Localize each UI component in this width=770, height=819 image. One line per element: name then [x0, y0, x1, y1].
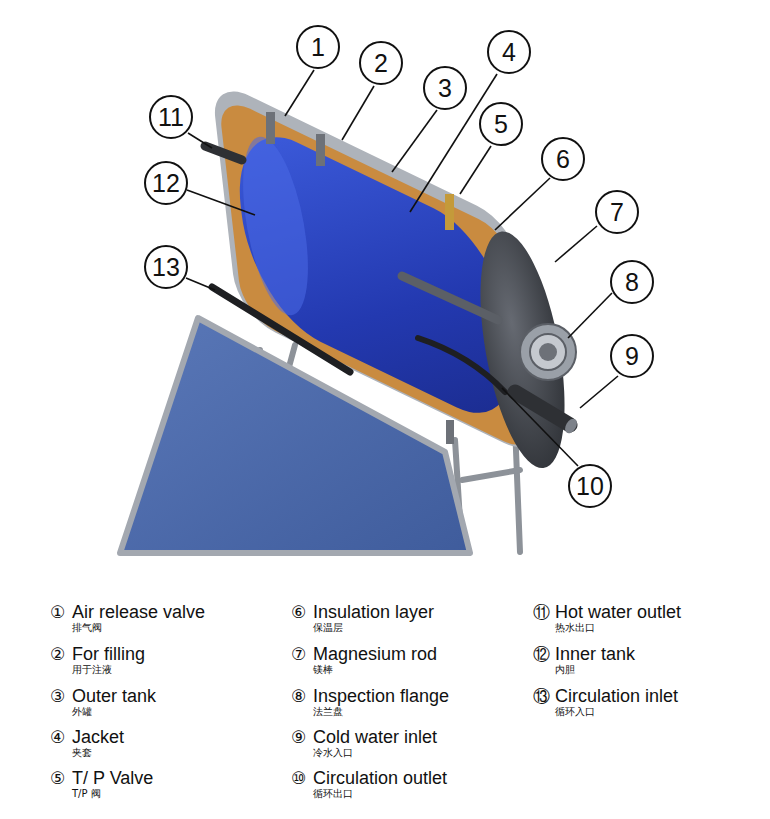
- part-name-zh: 内胆: [555, 664, 575, 676]
- callout-number: 6: [556, 147, 570, 172]
- inspection-flange: [520, 324, 576, 380]
- callout-number: 9: [625, 344, 639, 369]
- callout-number: 5: [494, 112, 508, 137]
- cold-inlet-pipe: [515, 392, 570, 425]
- circulation-inlet-pipe: [212, 287, 350, 372]
- key-number: ③: [50, 686, 65, 706]
- callout-number: 2: [374, 51, 388, 76]
- callout-number: 7: [610, 200, 624, 225]
- pipe-end: [563, 417, 580, 436]
- part-name-zh: 循环出口: [313, 788, 353, 800]
- part-name-zh: 保温层: [313, 622, 343, 634]
- key-number: ⑥: [291, 602, 306, 622]
- key-number: ⑩: [291, 768, 306, 788]
- hot-outlet-pipe: [205, 146, 242, 160]
- callout-circle: 13: [144, 245, 188, 289]
- leader-line: [555, 226, 597, 262]
- part-name: Cold water inlet: [313, 727, 437, 747]
- part-name-zh: 镁棒: [313, 664, 333, 676]
- part-name-zh: 外罐: [72, 706, 92, 718]
- part-name-zh: 冷水入口: [313, 747, 353, 759]
- key-number: ④: [50, 727, 65, 747]
- air-valve: [266, 112, 275, 144]
- part-name: Outer tank: [72, 686, 156, 706]
- leader-line: [186, 278, 215, 290]
- callout-circle: 2: [359, 41, 403, 85]
- flange-core: [539, 343, 557, 361]
- key-number: ①: [50, 602, 65, 622]
- key-number: ⑬: [533, 686, 550, 706]
- callout-circle: 9: [610, 334, 654, 378]
- key-number: ⑪: [533, 602, 550, 622]
- callout-circle: 10: [568, 464, 612, 508]
- bottom-fitting: [446, 420, 454, 444]
- callout-number: 12: [152, 171, 180, 196]
- tank-body: [211, 77, 576, 486]
- key-number: ②: [50, 644, 65, 664]
- leader-line: [460, 146, 491, 194]
- inner-dome: [235, 123, 317, 329]
- leader-line: [187, 190, 255, 215]
- part-name: Circulation inlet: [555, 686, 678, 706]
- callout-circle: 6: [541, 137, 585, 181]
- part-name: Inner tank: [555, 644, 635, 664]
- part-name: Insulation layer: [313, 602, 434, 622]
- leader-line: [495, 178, 550, 230]
- part-name: For filling: [72, 644, 145, 664]
- leader-line: [392, 110, 437, 172]
- callout-circle: 12: [144, 161, 188, 205]
- callout-number: 1: [311, 35, 325, 60]
- callout-number: 10: [576, 474, 604, 499]
- part-name: Magnesium rod: [313, 644, 437, 664]
- leader-line: [502, 388, 578, 466]
- leader-line: [285, 70, 314, 116]
- callout-number: 8: [625, 270, 639, 295]
- callout-number: 3: [438, 76, 452, 101]
- part-name-zh: 法兰盘: [313, 706, 343, 718]
- leader-line: [342, 86, 374, 140]
- key-number: ⑧: [291, 686, 306, 706]
- callout-circle: 5: [479, 102, 523, 146]
- callout-number: 13: [152, 255, 180, 280]
- callout-circle: 7: [595, 190, 639, 234]
- callout-circle: 8: [610, 260, 654, 304]
- leader-line: [580, 376, 618, 408]
- inner-tank: [230, 110, 524, 440]
- part-name-zh: 用于注液: [72, 664, 112, 676]
- part-name: Hot water outlet: [555, 602, 681, 622]
- magnesium-rod: [402, 276, 498, 320]
- leader-line: [188, 133, 212, 148]
- end-cap: [469, 214, 575, 486]
- key-number: ⑤: [50, 768, 65, 788]
- callout-circle: 4: [487, 30, 531, 74]
- part-name: Jacket: [72, 727, 124, 747]
- leader-lines: [186, 70, 618, 466]
- part-name: T/ P Valve: [72, 768, 153, 788]
- callout-number: 4: [502, 40, 516, 65]
- leader-line: [568, 293, 612, 338]
- flange-ring: [530, 334, 566, 370]
- part-name: Circulation outlet: [313, 768, 447, 788]
- callout-circle: 11: [149, 95, 193, 139]
- part-name-zh: 夹套: [72, 747, 92, 759]
- tp-valve: [445, 194, 454, 230]
- frame-strut: [462, 470, 520, 480]
- callout-circle: 3: [423, 66, 467, 110]
- part-name: Air release valve: [72, 602, 205, 622]
- part-name-zh: 循环入口: [555, 706, 595, 718]
- part-name-zh: 排气阀: [72, 622, 102, 634]
- key-number: ⑫: [533, 644, 550, 664]
- key-number: ⑦: [291, 644, 306, 664]
- callout-circle: 1: [296, 25, 340, 69]
- part-name-zh: T/P 阀: [72, 788, 101, 800]
- circulation-outlet-pipe: [418, 338, 505, 392]
- part-name: Inspection flange: [313, 686, 449, 706]
- key-number: ⑨: [291, 727, 306, 747]
- part-name-zh: 热水出口: [555, 622, 595, 634]
- top-fittings: [266, 112, 454, 444]
- filling-port: [316, 134, 325, 166]
- callout-number: 11: [158, 105, 184, 130]
